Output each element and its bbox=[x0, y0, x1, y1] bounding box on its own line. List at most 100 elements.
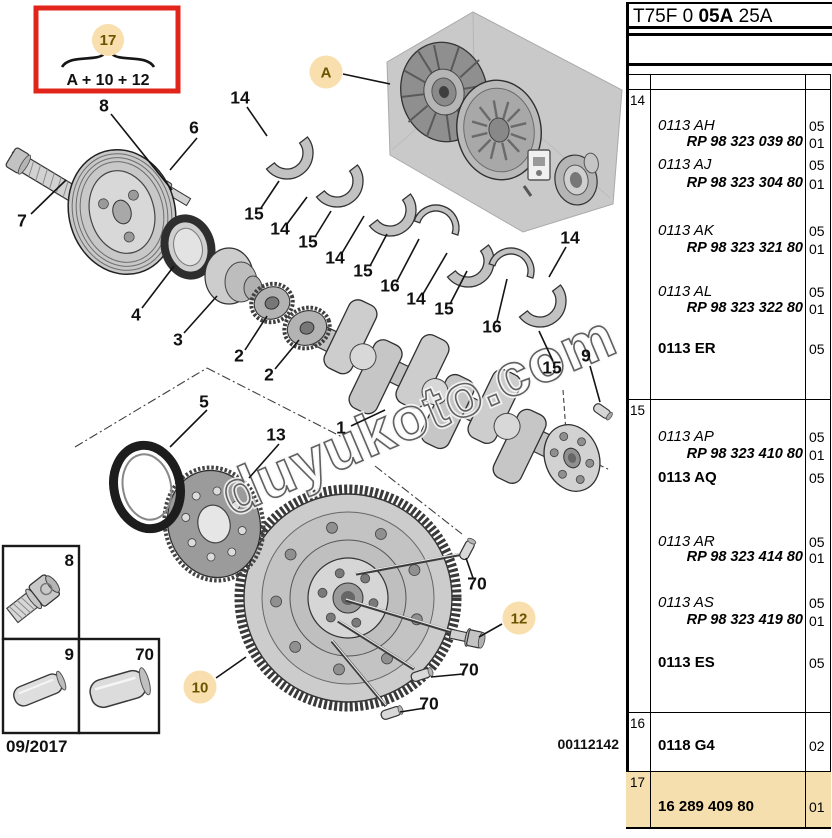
callout-A[interactable]: A bbox=[321, 65, 332, 82]
flywheel bbox=[234, 484, 462, 712]
part-reference[interactable]: RP 98 323 322 80 bbox=[686, 300, 803, 316]
leader-line bbox=[246, 106, 268, 137]
part-qty: 02 bbox=[809, 738, 825, 754]
part-row[interactable]: 0113 AL 05 bbox=[651, 283, 831, 300]
callout-9: 9 bbox=[581, 346, 591, 366]
part-reference[interactable]: 0113 AL bbox=[658, 283, 713, 300]
callout-12[interactable]: 12 bbox=[511, 611, 528, 628]
crank-pin bbox=[593, 403, 613, 421]
leader-line bbox=[478, 623, 503, 638]
callout-15: 15 bbox=[244, 204, 264, 224]
callout-7: 7 bbox=[17, 211, 27, 231]
part-reference[interactable]: 0113 AK bbox=[658, 222, 714, 239]
part-row[interactable]: RP 98 323 419 80 01 bbox=[651, 612, 831, 629]
part-reference[interactable]: 0113 AS bbox=[658, 594, 714, 611]
column-divider bbox=[650, 772, 651, 827]
part-reference[interactable]: 0113 AH bbox=[658, 117, 715, 134]
part-row[interactable]: 0113 AS 05 bbox=[651, 594, 831, 611]
part-reference[interactable]: RP 98 323 039 80 bbox=[686, 134, 803, 150]
part-reference[interactable]: 16 289 409 80 bbox=[658, 798, 754, 815]
part-reference[interactable]: 0113 AP bbox=[658, 428, 714, 445]
leader-line bbox=[548, 246, 567, 278]
callout-14: 14 bbox=[560, 228, 580, 248]
hole bbox=[585, 458, 595, 468]
sprocket bbox=[249, 281, 295, 325]
drawing-number: 00112142 bbox=[557, 736, 619, 752]
column-divider bbox=[805, 772, 806, 827]
leader-line bbox=[141, 265, 175, 309]
callout-8: 8 bbox=[99, 96, 109, 116]
part-reference[interactable]: RP 98 323 304 80 bbox=[686, 175, 803, 191]
part-reference[interactable]: 0113 AJ bbox=[658, 156, 712, 173]
table-header-band bbox=[626, 33, 832, 66]
callout-circle-12[interactable] bbox=[502, 601, 536, 635]
callout-14: 14 bbox=[230, 88, 250, 108]
part-qty: 05 bbox=[809, 284, 825, 300]
callout-6: 6 bbox=[189, 118, 199, 138]
part-reference[interactable]: 0113 AQ bbox=[658, 469, 717, 486]
part-row[interactable]: 0118 G4 02 bbox=[651, 737, 831, 754]
hole bbox=[284, 548, 297, 561]
pressure-plate-icon bbox=[456, 79, 542, 181]
part-reference[interactable]: 0113 ES bbox=[658, 654, 715, 671]
part-reference[interactable]: RP 98 323 414 80 bbox=[686, 549, 803, 565]
legend-callout-circle bbox=[92, 24, 124, 56]
legend-callout-label: 17 bbox=[100, 32, 117, 49]
callout-circle-10[interactable] bbox=[183, 670, 217, 704]
table-right-border bbox=[830, 74, 831, 829]
leader-line bbox=[465, 557, 474, 579]
callout-10[interactable]: 10 bbox=[192, 680, 209, 697]
callout-16: 16 bbox=[380, 276, 400, 296]
part-qty: 05 bbox=[809, 595, 825, 611]
part-reference[interactable]: 0118 G4 bbox=[658, 737, 715, 754]
title-code: 05A bbox=[698, 6, 734, 27]
hole bbox=[360, 573, 371, 584]
part-reference[interactable]: RP 98 323 410 80 bbox=[686, 446, 803, 462]
flywheel-bolt bbox=[448, 628, 486, 649]
inset-boxes: 8 9 70 bbox=[1, 544, 161, 735]
part-qty: 01 bbox=[809, 613, 825, 629]
column-divider bbox=[650, 75, 651, 90]
group-number: 14 bbox=[630, 93, 646, 108]
callout-15: 15 bbox=[434, 299, 454, 319]
hole bbox=[317, 587, 328, 598]
part-reference[interactable]: 0113 AR bbox=[658, 533, 715, 550]
part-reference[interactable]: RP 98 323 321 80 bbox=[686, 240, 803, 256]
hole bbox=[408, 564, 421, 576]
leader-line bbox=[286, 196, 308, 225]
legend-box: 17 A + 10 + 12 bbox=[33, 5, 181, 94]
leader-line bbox=[538, 330, 554, 362]
callout-circle-A[interactable] bbox=[309, 55, 343, 89]
hole bbox=[559, 432, 569, 441]
dowel-pin bbox=[457, 536, 478, 562]
hole bbox=[577, 437, 586, 447]
crank-flange bbox=[543, 424, 601, 492]
leader-line bbox=[342, 73, 391, 85]
part-reference[interactable]: 0113 ER bbox=[658, 340, 716, 357]
part-reference[interactable]: RP 98 323 419 80 bbox=[686, 612, 803, 628]
hole bbox=[227, 547, 237, 557]
leader-line bbox=[399, 707, 426, 713]
leader-line bbox=[314, 210, 332, 238]
hole bbox=[231, 500, 241, 510]
flywheel-studs bbox=[330, 551, 469, 708]
leader-line bbox=[260, 180, 280, 209]
